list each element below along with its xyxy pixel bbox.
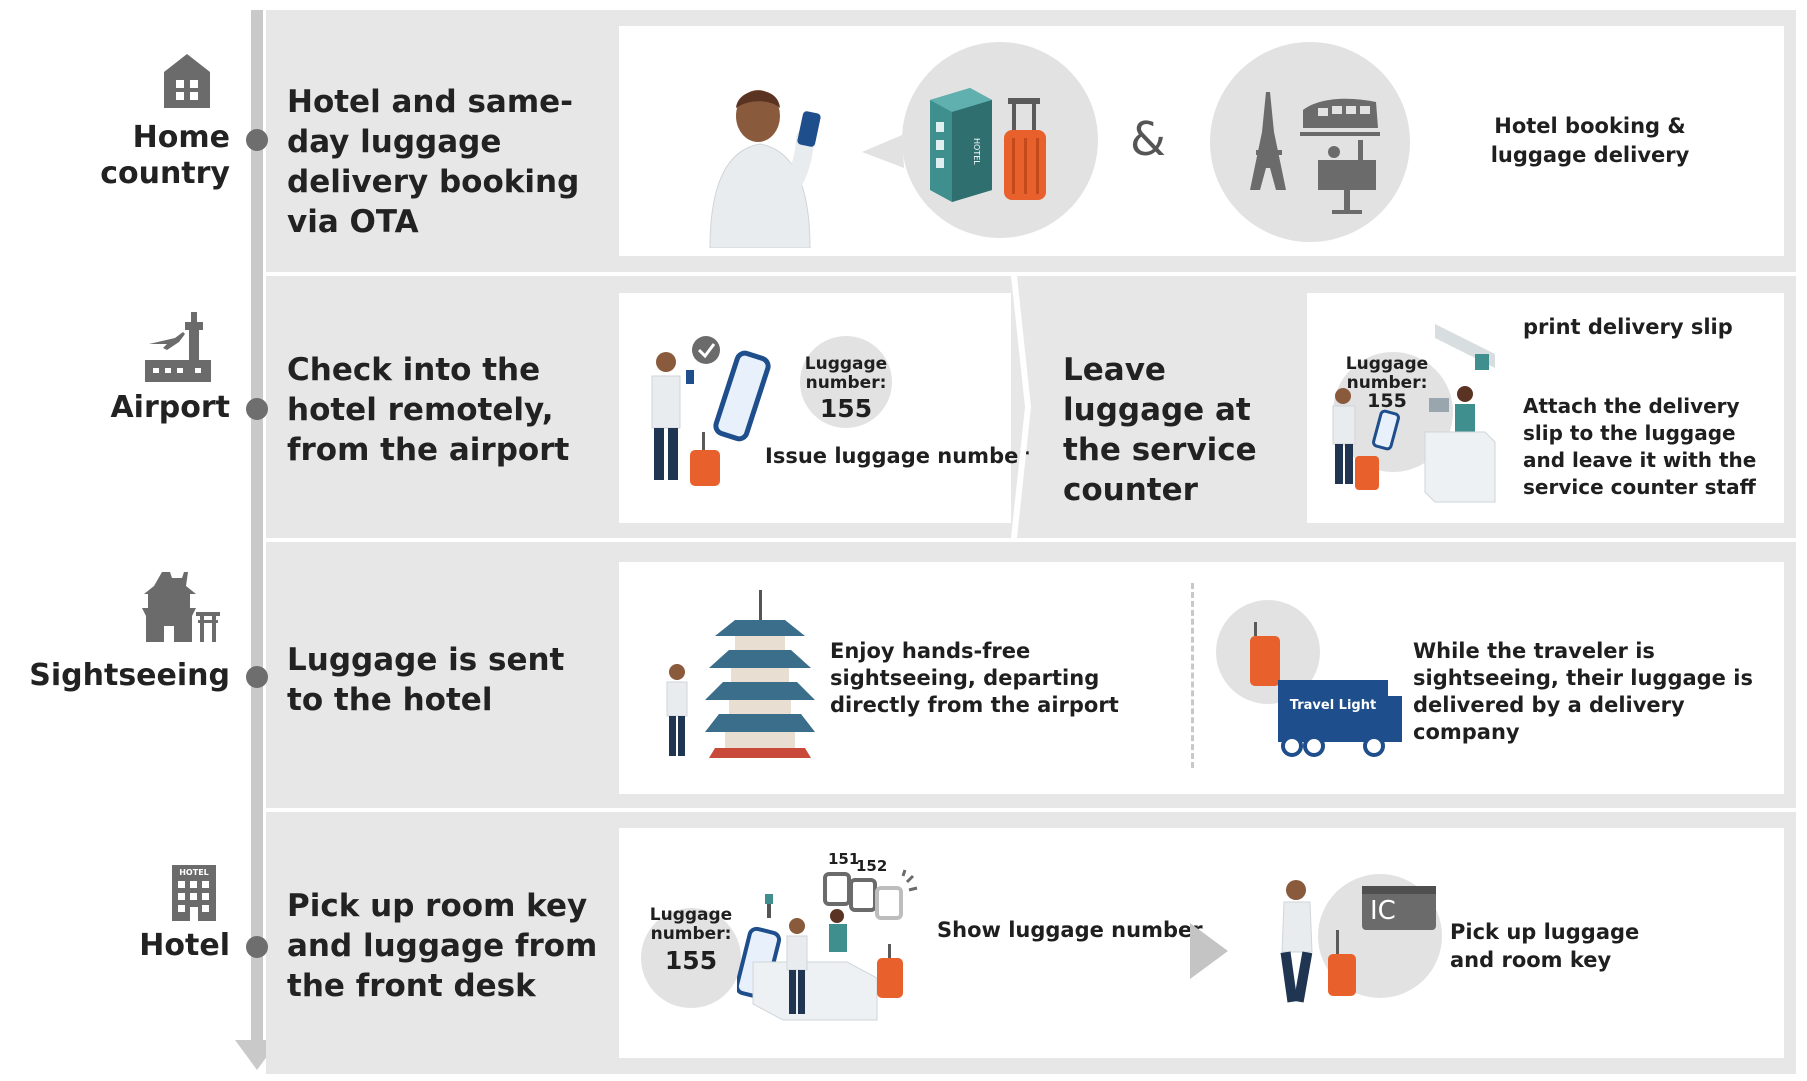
luggage-number-circle [800, 336, 892, 428]
luggage-number-value: 155 [819, 394, 873, 423]
ic-card-label: IC [1370, 896, 1396, 926]
checkin-traveler-illustration [651, 336, 771, 486]
pagoda-sightseeing-illustration [666, 590, 815, 758]
timeline-line [251, 10, 263, 1050]
print-slip-caption: print delivery slip [1523, 315, 1733, 339]
delivery-truck-illustration [1216, 600, 1402, 757]
traveler-with-phone-illustration [709, 90, 821, 248]
dining-table-icon [1318, 160, 1376, 190]
show-number-caption: Show luggage number [937, 918, 1203, 942]
home-caption: Hotel booking & luggage delivery [1490, 114, 1690, 167]
stage-label-home: Home country [100, 120, 230, 191]
luggage-tag-151: 151 [828, 850, 860, 868]
hotel-icon: HOTEL [172, 865, 216, 921]
house-icon [164, 54, 210, 108]
sightseeing-step-title: Luggage is sent to the hotel [287, 642, 565, 718]
front-desk-number-circle [641, 908, 741, 1008]
hotel-suitcase-bubble: HOTEL [862, 42, 1098, 238]
hotel-step-title: Pick up room key and luggage from the fr… [287, 888, 598, 1004]
tower-icon [1250, 92, 1286, 190]
counter-luggage-number-value: 155 [1367, 390, 1407, 412]
truck-brand-label: Travel Light [1289, 698, 1377, 713]
issue-caption: Issue luggage number [765, 444, 1029, 468]
attach-slip-caption: Attach the delivery slip to the luggage … [1523, 394, 1757, 499]
timeline-dot [246, 398, 268, 420]
hotel-building-sign: HOTEL [972, 138, 981, 165]
luggage-tag-152: 152 [856, 857, 888, 875]
pickup-caption: Pick up luggage and room key [1450, 920, 1640, 972]
front-desk-illustration [737, 869, 918, 1021]
stage-label-airport: Airport [110, 390, 230, 425]
airport-step-title: Check into the hotel remotely, from the … [287, 352, 570, 468]
stage-label-sightseeing: Sightseeing [29, 658, 230, 693]
step-arrow-icon [1190, 923, 1228, 979]
timeline-dot [246, 936, 268, 958]
service-counter-illustration [1332, 324, 1496, 503]
timeline-dot [246, 129, 268, 151]
dashed-divider [1191, 583, 1194, 768]
step-chevron-separator [1011, 276, 1031, 538]
luggage-number-label: Luggage number: [804, 354, 888, 393]
delivery-caption: While the traveler is sightseeing, their… [1413, 639, 1753, 744]
home-step-title: Hotel and same-day luggage delivery book… [287, 84, 580, 240]
ampersand: & [1130, 112, 1166, 166]
enjoy-caption: Enjoy hands-free sightseeing, departing … [830, 639, 1119, 717]
travel-activities-circle [1210, 42, 1410, 242]
castle-icon [142, 572, 220, 642]
timeline-dot [246, 666, 268, 688]
sightseeing-panel [619, 562, 1784, 794]
hotel-icon-sign: HOTEL [179, 868, 209, 877]
stage-label-hotel: Hotel [139, 928, 230, 963]
front-desk-number-label: Luggage number: [649, 905, 733, 944]
pickup-traveler-illustration [1280, 874, 1442, 1003]
front-desk-number-value: 155 [664, 946, 718, 975]
counter-luggage-number-label: Luggage number: [1345, 354, 1429, 393]
airport-icon [145, 312, 211, 382]
counter-step-title: Leave luggage at the service counter [1063, 352, 1257, 508]
